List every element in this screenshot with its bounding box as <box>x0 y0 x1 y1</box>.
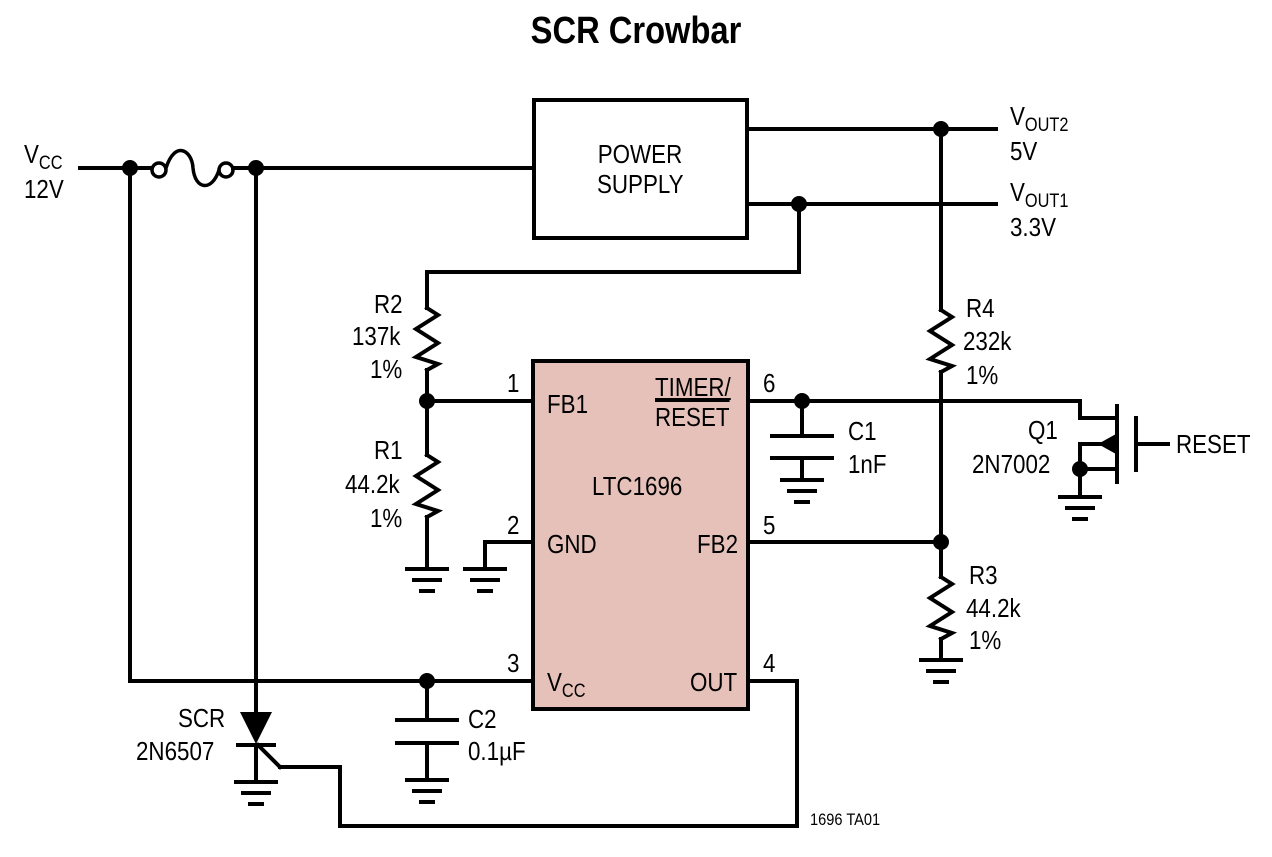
r3-value: 44.2k <box>966 593 1021 623</box>
pin1-number: 1 <box>507 368 520 398</box>
r3-tolerance: 1% <box>969 625 1002 655</box>
pin4-number: 4 <box>763 648 776 678</box>
r1-value: 44.2k <box>345 469 400 499</box>
vout1-label: VOUT1 3.3V <box>1010 177 1069 242</box>
pin1-label: FB1 <box>547 389 589 419</box>
pin2-label: GND <box>547 529 597 559</box>
pin4-label: OUT <box>690 667 738 697</box>
pin3-number: 3 <box>507 648 520 678</box>
pin2-number: 2 <box>507 510 520 540</box>
fuse-element <box>164 148 221 188</box>
scr-triangle <box>240 712 272 744</box>
c2-value: 0.1µF <box>468 736 526 766</box>
fuse-terminal-right <box>217 161 235 179</box>
fuse-terminal-left <box>150 161 168 179</box>
q1-part: 2N7002 <box>972 449 1051 479</box>
figure-id: 1696 TA01 <box>810 810 881 829</box>
reset-output-label: RESET <box>1176 429 1251 459</box>
c1-label: C1 <box>848 416 877 446</box>
q1-label: Q1 <box>1028 415 1058 445</box>
ic-name: LTC1696 <box>592 471 683 501</box>
pin5-label: FB2 <box>697 529 739 559</box>
pin6-number: 6 <box>763 368 776 398</box>
scr-part: 2N6507 <box>136 736 215 766</box>
pin5-number: 5 <box>763 510 776 540</box>
pin6-label: TIMER/RESET <box>655 372 731 432</box>
q1-arrow <box>1098 434 1116 454</box>
r4-value: 232k <box>963 326 1012 356</box>
ltc1696-body <box>531 359 750 711</box>
pin3-label: VCC <box>547 667 586 702</box>
power-supply-box <box>532 98 749 240</box>
r2-tolerance: 1% <box>370 354 403 384</box>
scr-label: SCR <box>178 703 226 733</box>
r1-label: R1 <box>374 435 403 465</box>
r3-label: R3 <box>969 560 998 590</box>
diagram-title: SCR Crowbar <box>530 10 742 52</box>
vout2-label: VOUT2 5V <box>1010 101 1069 166</box>
c2-label: C2 <box>468 704 497 734</box>
c1-value: 1nF <box>848 449 887 479</box>
vcc-input-label: VCC 12V <box>24 139 64 204</box>
r2-value: 137k <box>352 321 401 351</box>
r4-label: R4 <box>966 293 995 323</box>
r2-label: R2 <box>374 289 403 319</box>
r4-tolerance: 1% <box>966 360 999 390</box>
r1-tolerance: 1% <box>370 503 403 533</box>
